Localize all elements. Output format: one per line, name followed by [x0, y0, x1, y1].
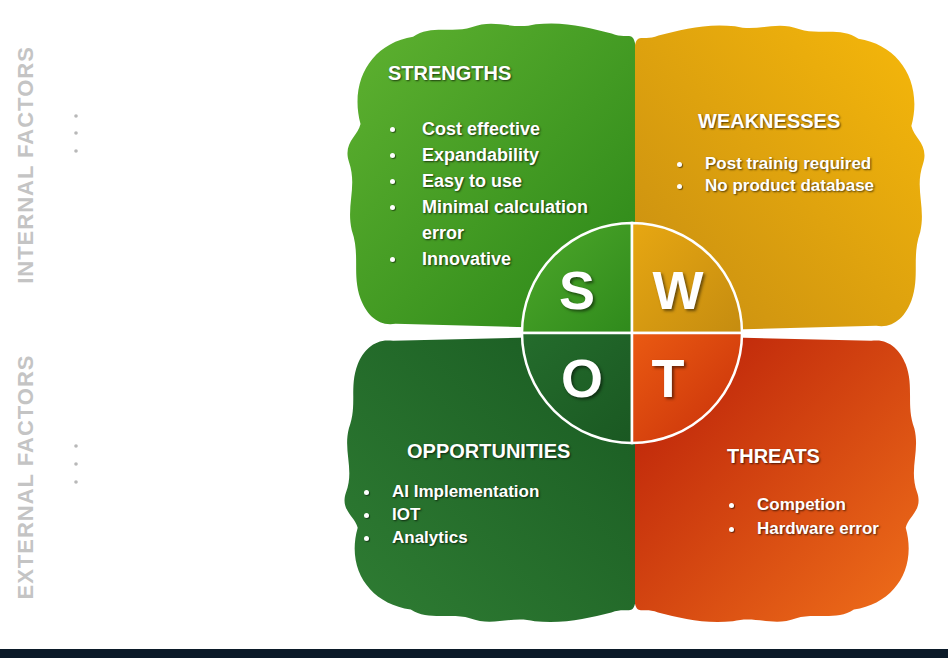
leaf-outline	[635, 25, 924, 332]
bullet-text: No product database	[705, 175, 921, 197]
swot-letter: W	[653, 263, 704, 317]
swot-quadrant: O	[522, 333, 632, 443]
dot	[74, 480, 78, 484]
bullet-text: Expandability	[422, 142, 626, 168]
bullet-item: AI Implementation	[360, 480, 600, 503]
bullet-dot	[729, 503, 734, 508]
bullet-text: Post trainig required	[705, 153, 921, 175]
leaf-outline	[347, 23, 635, 330]
bullet-dot	[364, 513, 369, 518]
quadrant-outline	[522, 223, 632, 333]
bullet-text: IOT	[392, 503, 600, 526]
bullet-item: Expandability	[386, 142, 626, 168]
bullet-item: Post trainig required	[673, 153, 921, 175]
bullet-dot	[390, 127, 395, 132]
section-heading: THREATS	[727, 445, 820, 468]
bullet-text: Easy to use	[422, 168, 626, 194]
bullet-item: Analytics	[360, 526, 600, 549]
dot	[74, 114, 78, 118]
dot	[74, 131, 78, 135]
quadrant-shape	[632, 333, 742, 443]
bullet-dot	[390, 205, 395, 210]
factor-label: EXTERNAL FACTORS	[13, 355, 39, 600]
bullet-dot	[677, 162, 682, 167]
dot	[74, 149, 78, 153]
swot-letter: S	[559, 263, 595, 317]
bullet-item: Cost effective	[386, 116, 626, 142]
bullet-list: AI ImplementationIOTAnalytics	[360, 480, 600, 549]
bullet-item: No product database	[673, 175, 921, 197]
side-dots	[74, 114, 78, 484]
quadrant-outline	[522, 333, 632, 443]
bullet-dot	[729, 527, 734, 532]
bullet-item: Hardware error	[725, 517, 915, 541]
factor-label: INTERNAL FACTORS	[13, 46, 39, 284]
bullet-item: Competion	[725, 493, 915, 517]
swot-quadrant: W	[632, 223, 742, 333]
bullet-dot	[677, 184, 682, 189]
leaf-outline	[635, 335, 919, 622]
bullet-list: CompetionHardware error	[725, 493, 915, 541]
section-heading: OPPORTUNITIES	[407, 440, 570, 463]
bullet-text: Analytics	[392, 526, 600, 549]
swot-letter: O	[561, 351, 603, 405]
bullet-list: Post trainig requiredNo product database	[673, 153, 921, 197]
bullet-dot	[390, 179, 395, 184]
bullet-text: Cost effective	[422, 116, 626, 142]
quadrant-outline	[632, 223, 742, 333]
quadrant-outline	[632, 333, 742, 443]
bottom-bar	[0, 649, 948, 658]
leaf-outline	[345, 335, 635, 622]
bullet-text: AI Implementation	[392, 480, 600, 503]
bullet-dot	[364, 490, 369, 495]
bullet-dot	[364, 536, 369, 541]
dot	[74, 444, 78, 448]
section-heading: WEAKNESSES	[698, 110, 840, 133]
swot-quadrant: S	[522, 223, 632, 333]
bullet-dot	[390, 257, 395, 262]
bullet-dot	[390, 153, 395, 158]
bullet-text: Competion	[757, 493, 915, 517]
swot-letter: T	[652, 351, 685, 405]
bullet-item: IOT	[360, 503, 600, 526]
bullet-item: Easy to use	[386, 168, 626, 194]
swot-quadrant: T	[632, 333, 742, 443]
section-heading: STRENGTHS	[388, 62, 511, 85]
bullet-text: Hardware error	[757, 517, 915, 541]
dot	[74, 462, 78, 466]
